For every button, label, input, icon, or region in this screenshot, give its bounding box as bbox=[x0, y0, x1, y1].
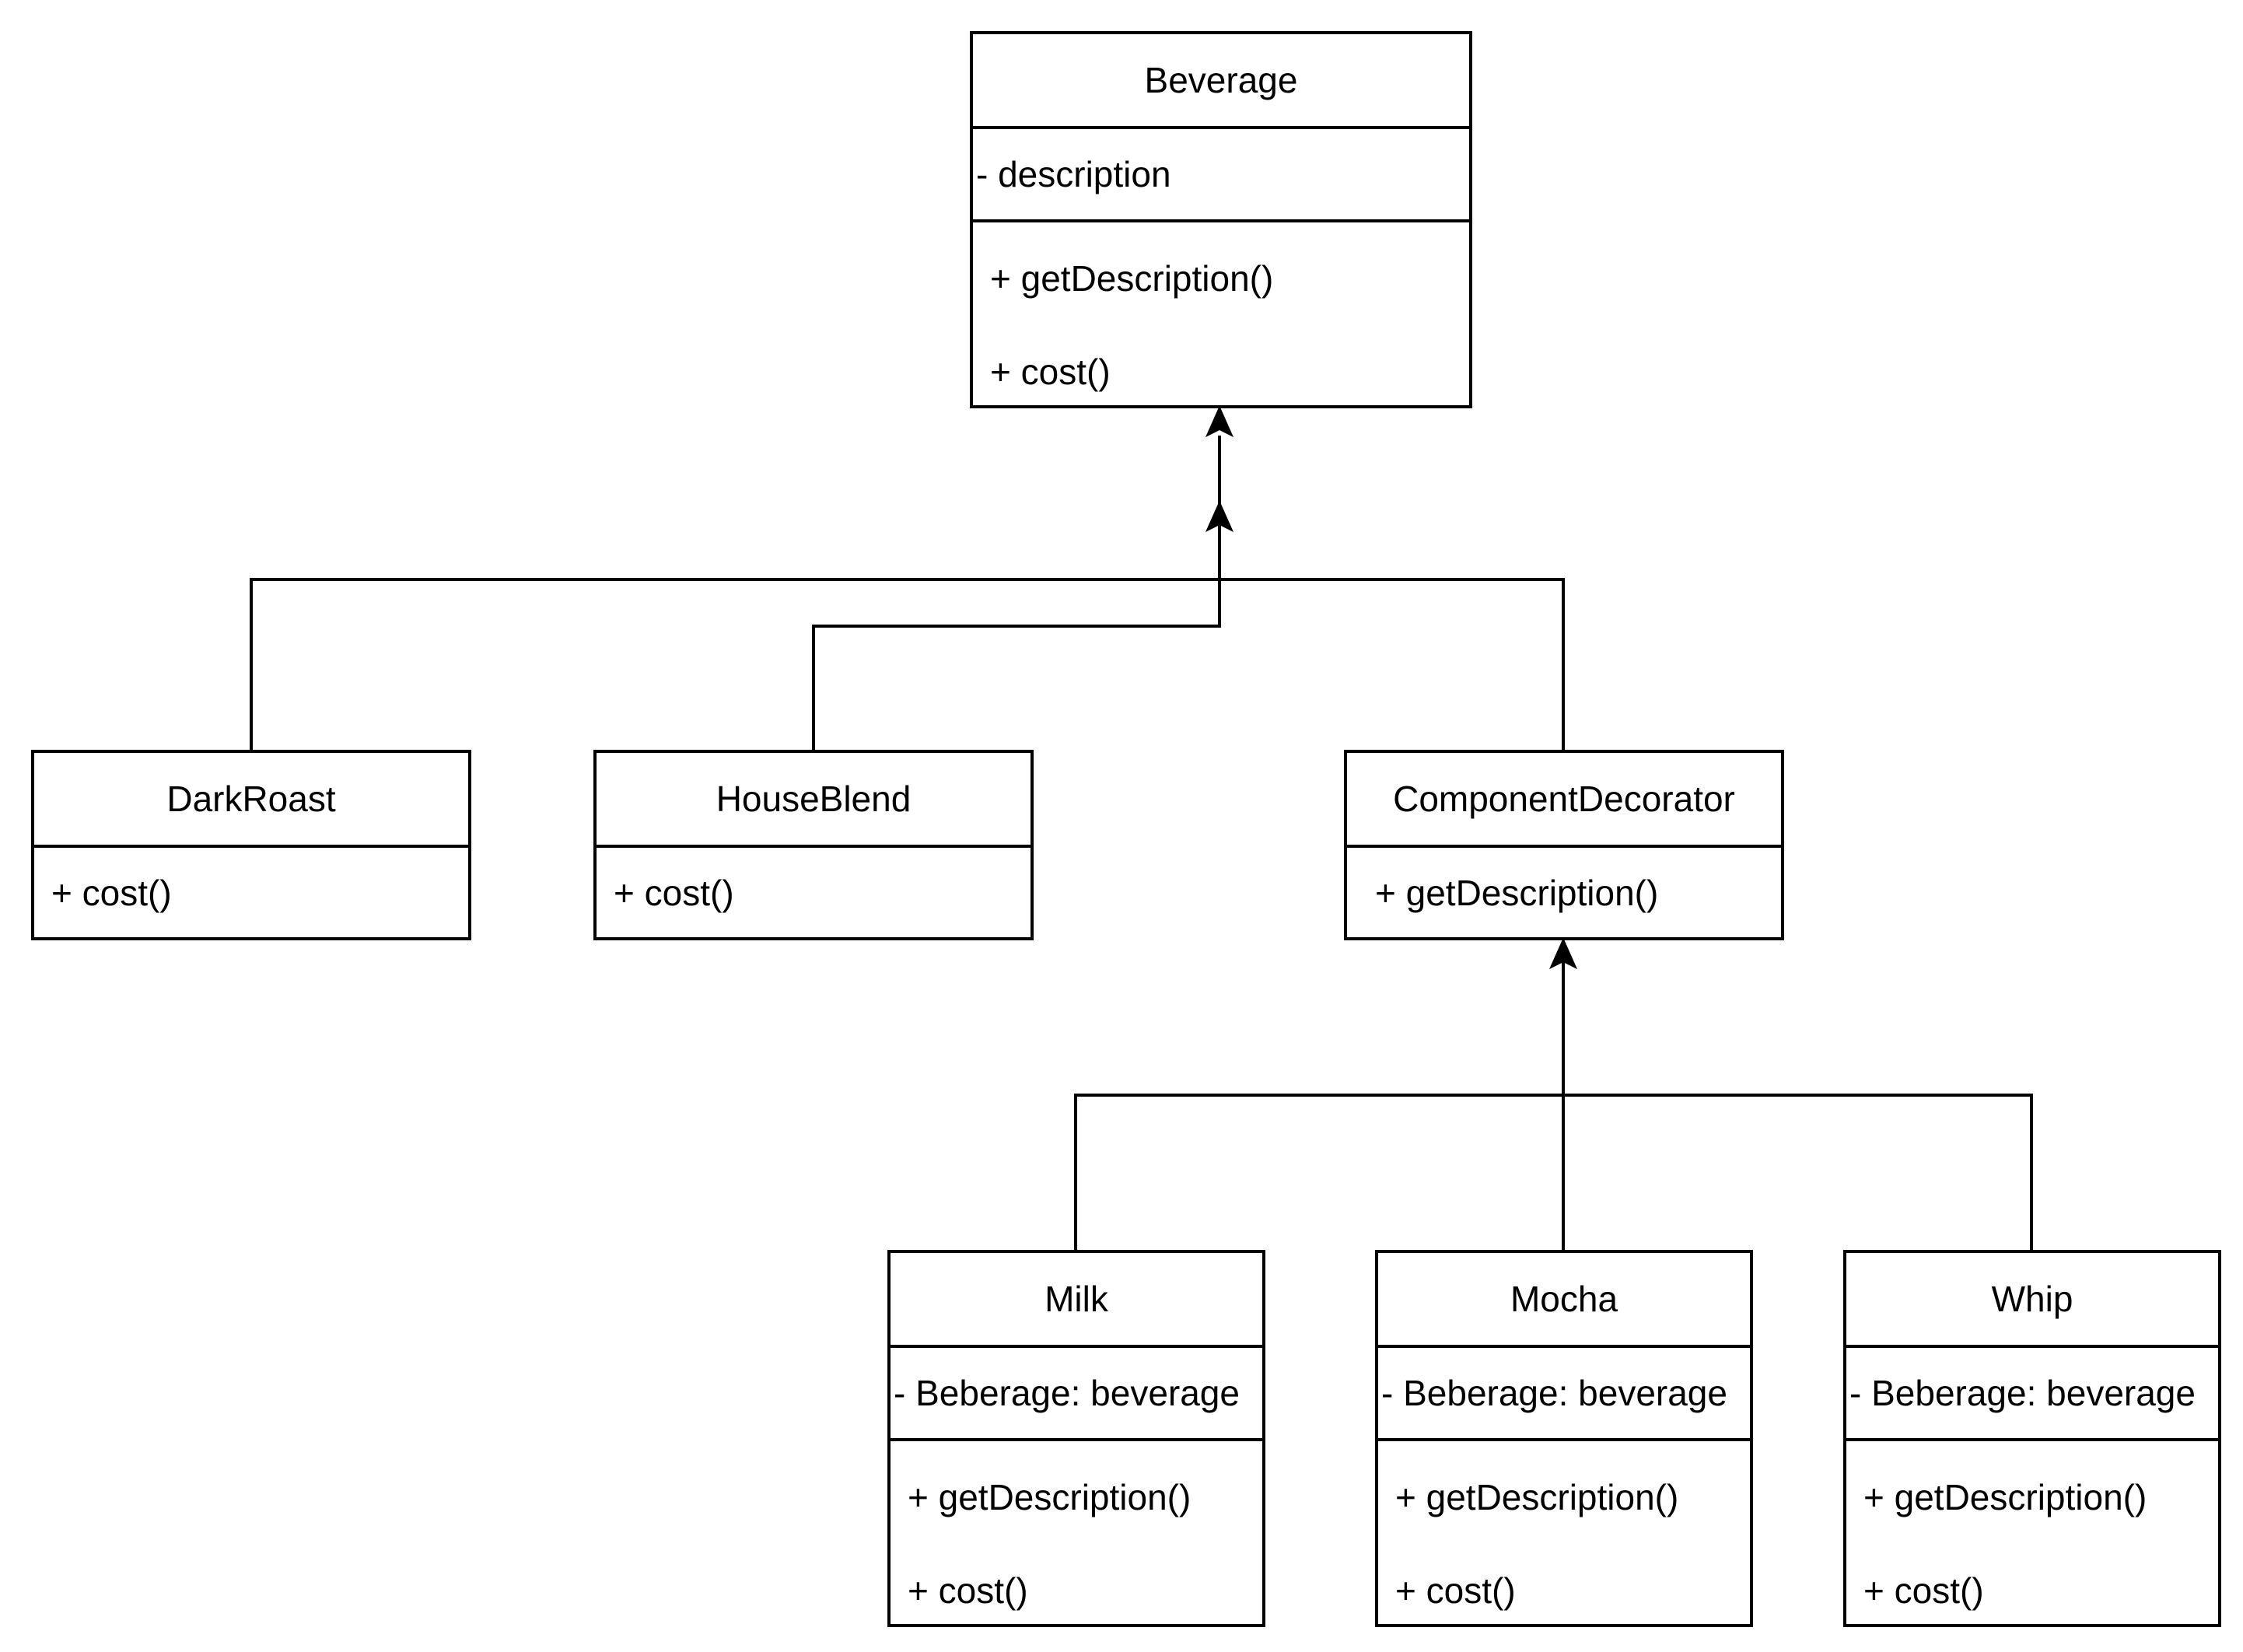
class-method: + getDescription() bbox=[1863, 1477, 2147, 1517]
class-attribute: - description bbox=[973, 129, 1469, 222]
class-methods: + getDescription() + cost() bbox=[1378, 1441, 1750, 1637]
class-attribute: - Beberage: beverage bbox=[1378, 1348, 1750, 1441]
class-method: + cost() bbox=[990, 352, 1111, 392]
class-name: ComponentDecorator bbox=[1347, 753, 1781, 848]
class-method: + cost() bbox=[51, 872, 172, 913]
class-name: HouseBlend bbox=[597, 753, 1031, 848]
arrowhead-beverage-secondary bbox=[1205, 500, 1234, 533]
class-name: Milk bbox=[891, 1253, 1262, 1348]
class-whip[interactable]: Whip - Beberage: beverage + getDescripti… bbox=[1843, 1250, 2221, 1627]
arrowhead-componentdecorator bbox=[1548, 937, 1578, 970]
class-name: Whip bbox=[1846, 1253, 2218, 1348]
decorators-bus-line bbox=[1074, 1094, 2033, 1250]
class-methods: + getDescription() + cost() bbox=[973, 222, 1469, 418]
houseblend-to-beverage-line bbox=[812, 529, 1221, 750]
class-method: + cost() bbox=[1863, 1570, 1984, 1611]
class-beverage[interactable]: Beverage - description + getDescription(… bbox=[970, 31, 1472, 408]
class-methods: + cost() bbox=[34, 848, 468, 937]
class-componentdecorator[interactable]: ComponentDecorator + getDescription() bbox=[1344, 750, 1784, 940]
class-name: DarkRoast bbox=[34, 753, 468, 848]
class-houseblend[interactable]: HouseBlend + cost() bbox=[593, 750, 1034, 940]
class-methods: + cost() bbox=[597, 848, 1031, 937]
class-methods: + getDescription() + cost() bbox=[891, 1441, 1262, 1637]
class-name: Beverage bbox=[973, 34, 1469, 129]
class-milk[interactable]: Milk - Beberage: beverage + getDescripti… bbox=[887, 1250, 1265, 1627]
class-method: + getDescription() bbox=[908, 1477, 1191, 1517]
class-darkroast[interactable]: DarkRoast + cost() bbox=[31, 750, 471, 940]
class-method: + getDescription() bbox=[990, 258, 1274, 299]
class-method: + getDescription() bbox=[1395, 1477, 1679, 1517]
darkroast-to-beverage-line bbox=[250, 578, 1565, 750]
class-method: + cost() bbox=[1395, 1570, 1516, 1611]
class-attribute: - Beberage: beverage bbox=[1846, 1348, 2218, 1441]
class-mocha[interactable]: Mocha - Beberage: beverage + getDescript… bbox=[1375, 1250, 1753, 1627]
class-methods: + getDescription() bbox=[1347, 848, 1781, 937]
class-method: + cost() bbox=[614, 872, 734, 913]
class-method: + cost() bbox=[908, 1570, 1028, 1611]
arrowhead-beverage bbox=[1205, 405, 1234, 438]
class-name: Mocha bbox=[1378, 1253, 1750, 1348]
class-attribute: - Beberage: beverage bbox=[891, 1348, 1262, 1441]
class-method: + getDescription() bbox=[1375, 872, 1659, 913]
class-methods: + getDescription() + cost() bbox=[1846, 1441, 2218, 1637]
